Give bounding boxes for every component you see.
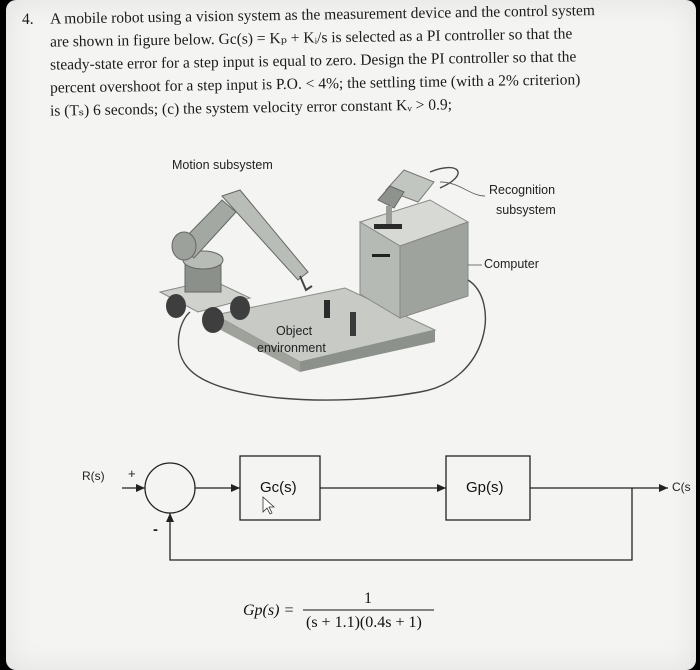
camera-base <box>374 224 402 229</box>
camera-lens <box>377 185 405 209</box>
mouse-cursor-icon <box>262 496 276 515</box>
output-label: C(s <box>672 480 691 494</box>
problem-statement: 4. A mobile robot using a vision system … <box>22 2 678 123</box>
computer-slot <box>372 254 390 257</box>
controller-label: Gc(s) <box>260 479 297 496</box>
object-block <box>350 312 356 336</box>
input-label: R(s) <box>82 469 105 483</box>
arrow-head <box>437 484 446 492</box>
problem-number: 4. <box>22 11 34 28</box>
computer-label: Computer <box>484 257 539 271</box>
formula-numerator: 1 <box>364 590 372 607</box>
arrow-head <box>136 484 145 492</box>
robot-gripper <box>299 275 313 292</box>
computer-side <box>399 221 469 319</box>
summing-junction <box>144 462 196 514</box>
minus-sign: - <box>153 521 158 538</box>
recognition-label-line1: Recognition <box>489 183 556 197</box>
arrow-head <box>231 484 240 492</box>
motion-subsystem-label: Motion subsystem <box>172 158 273 172</box>
object-block <box>324 300 330 318</box>
object-label-line1: Object <box>276 324 313 338</box>
label-leader <box>439 181 486 197</box>
plus-sign: + <box>128 466 136 481</box>
robot-joint <box>171 231 197 261</box>
block-diagram <box>122 455 668 561</box>
object-label-line2: environment <box>257 341 326 355</box>
robot-forearm <box>221 189 309 281</box>
robot-wheel <box>202 307 224 333</box>
arrow-head <box>166 513 174 522</box>
formula-lhs: Gp(s) = <box>243 602 295 619</box>
table-front-left <box>215 315 300 372</box>
robot-cable <box>177 279 487 401</box>
formula-denominator: (s + 1.1)(0.4s + 1) <box>306 614 422 631</box>
robot-wheel <box>166 294 186 318</box>
arrow-head <box>659 484 668 492</box>
table-front-right <box>300 330 435 372</box>
robot-system-illustration <box>158 167 487 401</box>
camera-mount <box>386 206 392 224</box>
feedback-path <box>169 488 633 561</box>
recognition-label-line2: subsystem <box>496 203 556 217</box>
robot-wheel <box>230 296 250 320</box>
plant-label: Gp(s) <box>466 479 504 496</box>
camera-cable <box>429 167 459 189</box>
